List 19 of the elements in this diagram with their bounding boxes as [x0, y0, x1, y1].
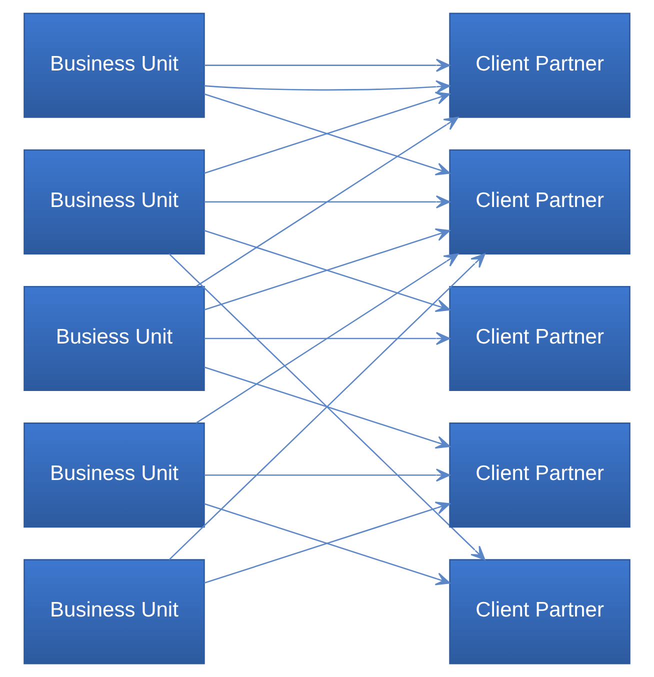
arrow	[204, 366, 450, 449]
arrow	[196, 116, 459, 288]
node-box: Business Unit	[24, 422, 205, 528]
arrow	[204, 332, 450, 346]
arrow	[204, 468, 450, 482]
arrow	[204, 195, 450, 208]
node-box: Busiess Unit	[24, 286, 205, 392]
arrow	[168, 253, 486, 560]
node-box: Business Unit	[24, 559, 205, 664]
node-box: Client Partner	[449, 286, 630, 392]
node-box: Client Partner	[449, 12, 630, 118]
node-box: Client Partner	[449, 149, 630, 254]
node-box: Business Unit	[24, 149, 205, 254]
arrow	[204, 80, 450, 94]
node-box: Client Partner	[449, 559, 630, 664]
arrow	[204, 58, 450, 72]
node-box: Business Unit	[24, 12, 205, 118]
arrow	[196, 253, 459, 424]
node-box: Client Partner	[449, 422, 630, 528]
